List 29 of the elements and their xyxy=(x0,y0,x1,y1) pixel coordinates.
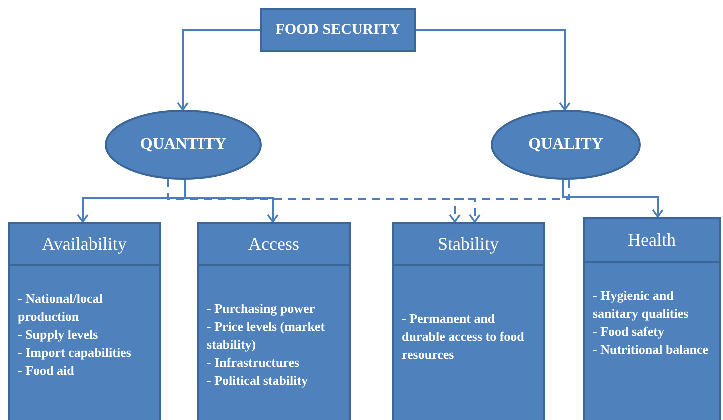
arrow xyxy=(177,29,260,111)
arrow xyxy=(562,180,664,218)
bullet-item: - Import capabilities xyxy=(18,344,132,362)
arrow xyxy=(449,180,570,223)
bullet-item: - Price levels (market stability) xyxy=(207,318,326,354)
bullet-item: - Food safety xyxy=(593,323,666,341)
bullet-item: - Hygienic and sanitary qualities xyxy=(593,287,690,323)
bullet-item: - Food aid xyxy=(18,362,76,380)
bullet-item: - Nutritional balance xyxy=(593,341,710,359)
ellipse-label: QUANTITY xyxy=(140,136,227,154)
card-heading: Access xyxy=(248,234,300,254)
dimension-card xyxy=(8,222,161,420)
arrow xyxy=(167,179,481,223)
arrow xyxy=(416,29,571,111)
card-heading: Stability xyxy=(438,234,499,254)
dimension-card xyxy=(392,222,545,420)
bullet-item: - Political stability xyxy=(207,372,310,390)
ellipse-label: QUALITY xyxy=(528,136,604,154)
dimension-card xyxy=(197,222,351,420)
card-heading: Availability xyxy=(42,234,127,254)
bullet-item: - Supply levels xyxy=(18,326,100,344)
dimension-card xyxy=(583,217,721,420)
bullet-item: - Permanent and durable access to food resources xyxy=(402,310,526,364)
card-heading: Health xyxy=(628,230,676,250)
bullet-item: - Purchasing power xyxy=(207,300,316,318)
bullet-item: - National/local production xyxy=(18,290,104,326)
title-box: FOOD SECURITY xyxy=(260,8,416,52)
arrow xyxy=(184,180,279,223)
bullet-item: - Infrastructures xyxy=(207,354,301,372)
